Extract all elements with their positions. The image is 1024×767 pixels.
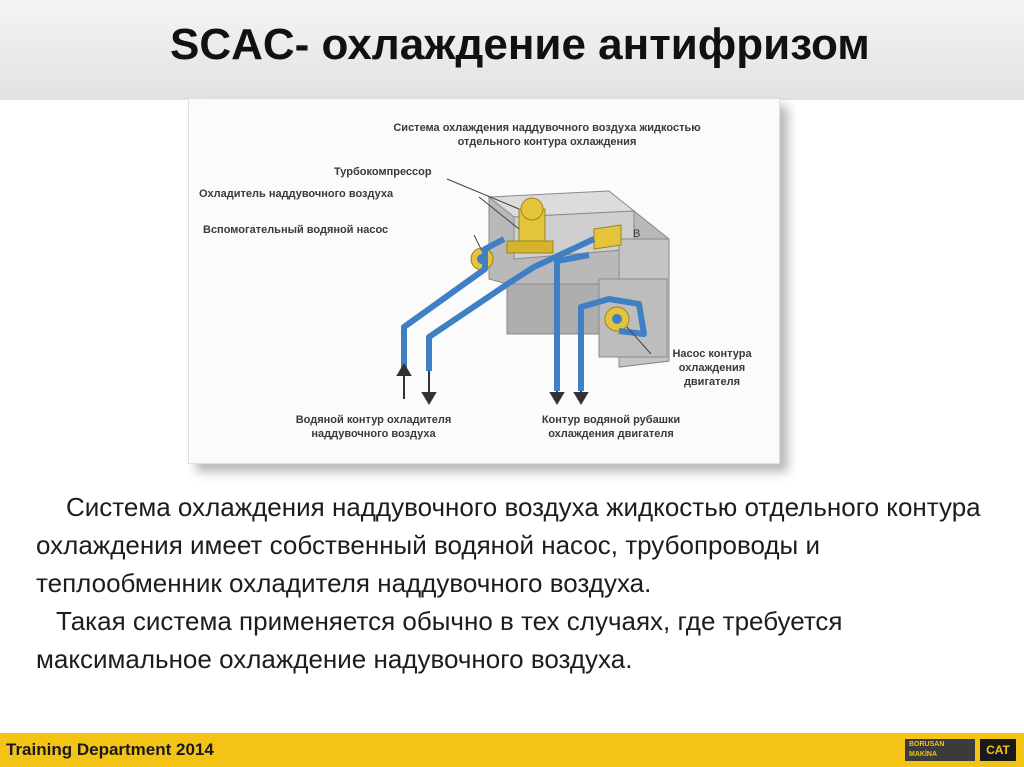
label-aftercooler-circuit: Водяной контур охладителя наддувочного в…	[295, 414, 452, 440]
label-engine-pump: Насос контура охлаждения двигателя	[672, 348, 752, 388]
paragraph-1: Система охлаждения наддувочного воздуха …	[36, 492, 981, 598]
label-auxiliary-pump: Вспомогательный водяной насос	[203, 224, 389, 236]
label-aftercooler: Охладитель наддувочного воздуха	[199, 188, 394, 200]
cooling-system-diagram: Система охлаждения наддувочного воздуха …	[188, 98, 780, 464]
label-system: Система охлаждения наддувочного воздуха …	[393, 122, 701, 148]
aftercooler-pipes	[401, 236, 596, 371]
engine-pump	[604, 306, 630, 332]
paragraph-2: Такая система применяется обычно в тех с…	[36, 606, 843, 674]
borusan-logo: BORUSAN MAKİNA	[905, 739, 975, 761]
cat-logo: CAT	[980, 739, 1016, 761]
engine-illustration	[396, 178, 670, 405]
flow-arrows	[396, 363, 589, 405]
turbocharger	[506, 197, 554, 254]
label-jacket-circuit: Контур водяной рубашки охлаждения двигат…	[541, 414, 681, 440]
aftercooler-block	[593, 224, 622, 250]
footer-bar: Training Department 2014 BORUSAN MAKİNA …	[0, 733, 1024, 767]
title-band	[0, 0, 1024, 100]
slide-title: SCAC- охлаждение антифризом	[170, 20, 870, 69]
jacket-pipes	[554, 252, 647, 391]
label-turbocharger: Турбокомпрессор	[334, 166, 432, 178]
body-text: Система охлаждения наддувочного воздуха …	[36, 488, 1011, 678]
footer-label: Training Department 2014	[6, 740, 214, 759]
leader-lines	[446, 178, 652, 355]
label-b: B	[633, 228, 641, 240]
